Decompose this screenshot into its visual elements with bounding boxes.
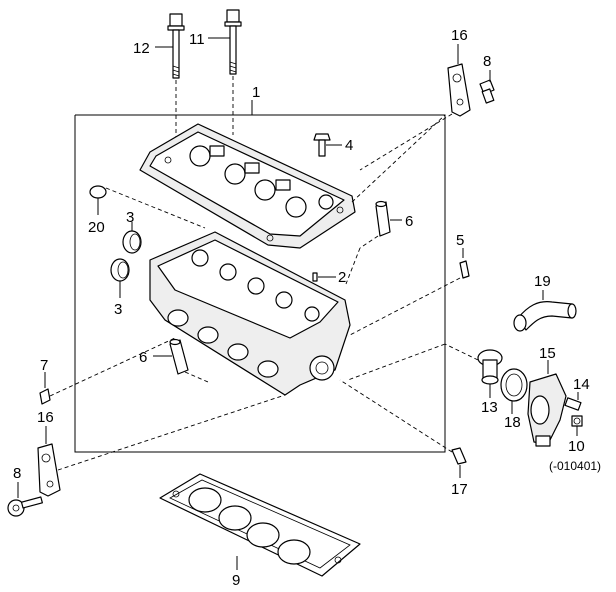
callout-4: 4 [345, 137, 353, 154]
cylinder-head [149, 231, 351, 396]
bolt-12 [155, 13, 185, 148]
callout-15: 15 [539, 345, 556, 362]
callout-16a: 16 [451, 27, 468, 44]
engine-hanger-16-lower [37, 394, 286, 497]
water-hose-19 [513, 290, 577, 332]
bolt-11 [208, 9, 242, 135]
callout-17: 17 [451, 481, 468, 498]
callout-1: 1 [252, 84, 260, 101]
o-ring-20 [89, 185, 206, 229]
bolt-4 [313, 133, 342, 157]
cam-plug-3a [122, 222, 142, 254]
callout-3b: 3 [114, 301, 122, 318]
part-10-code-note: (-010401) [549, 459, 601, 473]
sleeve-6-upper [345, 200, 402, 285]
dowel-pin-2 [312, 272, 336, 282]
callout-3a: 3 [126, 209, 134, 226]
stud-bolt-17 [339, 379, 467, 478]
callout-6a: 6 [405, 213, 413, 230]
head-gasket-9 [159, 473, 361, 577]
callout-9: 9 [232, 572, 240, 589]
bolt-8-lower [7, 482, 43, 517]
stud-bolt-5 [347, 248, 470, 337]
water-outlet-15 [527, 360, 567, 447]
callout-13: 13 [481, 399, 498, 416]
callout-2: 2 [338, 269, 346, 286]
cam-plug-3b [110, 258, 130, 298]
callout-16b: 16 [37, 409, 54, 426]
camshaft-carrier [139, 114, 446, 249]
callout-6b: 6 [139, 349, 147, 366]
callout-11: 11 [189, 31, 205, 48]
callout-8a: 8 [483, 53, 491, 70]
thermostat-13 [347, 343, 503, 398]
callout-18: 18 [504, 414, 521, 431]
temp-sensor-14 [564, 392, 582, 411]
callout-10: 10 [568, 438, 585, 455]
callout-12: 12 [133, 40, 150, 57]
callout-14: 14 [573, 376, 590, 393]
bolt-8-upper [479, 70, 495, 104]
callout-8b: 8 [13, 465, 21, 482]
callout-19: 19 [534, 273, 551, 290]
callout-5: 5 [456, 232, 464, 249]
stud-bolt-7 [39, 337, 176, 405]
callout-7: 7 [40, 357, 48, 374]
callout-20: 20 [88, 219, 105, 236]
gasket-18 [500, 368, 528, 414]
plug-10 [571, 415, 583, 436]
engine-hanger-16-upper [359, 44, 471, 171]
sleeve-6-lower [153, 338, 209, 383]
assembly-frame [74, 100, 446, 453]
